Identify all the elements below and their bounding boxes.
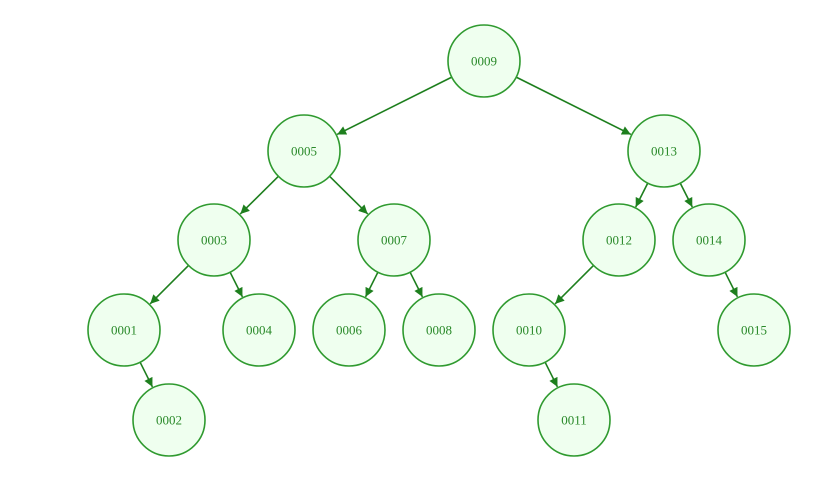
node-circle (132, 383, 206, 457)
node-label: 0002 (156, 413, 182, 428)
node-circle (537, 383, 611, 457)
node-label: 0014 (696, 233, 723, 248)
node-circle (717, 293, 791, 367)
tree-node-0002: 0002 (132, 383, 206, 457)
edge-0001-0002 (139, 361, 154, 388)
tree-node-0013: 0013 (627, 114, 701, 188)
node-circle (312, 293, 386, 367)
tree-node-0004: 0004 (222, 293, 296, 367)
edge-0005-0003 (239, 175, 279, 215)
tree-node-0006: 0006 (312, 293, 386, 367)
tree-node-0010: 0010 (492, 293, 566, 367)
edge-0007-0008 (409, 271, 424, 298)
node-label: 0015 (741, 323, 767, 338)
edge-0005-0007 (329, 175, 369, 215)
tree-node-0001: 0001 (87, 293, 161, 367)
node-label: 0011 (561, 413, 587, 428)
node-circle (357, 203, 431, 277)
edge-0003-0001 (149, 264, 190, 305)
edge-0014-0015 (724, 271, 739, 298)
node-circle (222, 293, 296, 367)
node-label: 0009 (471, 54, 497, 69)
node-label: 0010 (516, 323, 542, 338)
node-circle (492, 293, 566, 367)
tree-node-0008: 0008 (402, 293, 476, 367)
node-label: 0012 (606, 233, 632, 248)
tree-node-0005: 0005 (267, 114, 341, 188)
edge-0003-0004 (229, 271, 244, 298)
tree-node-0011: 0011 (537, 383, 611, 457)
tree-node-0009: 0009 (447, 24, 521, 98)
tree-node-0014: 0014 (672, 203, 746, 277)
node-label: 0003 (201, 233, 227, 248)
edge-0013-0012 (634, 182, 649, 208)
node-circle (177, 203, 251, 277)
edge-0009-0005 (336, 76, 453, 136)
edge-0012-0010 (554, 264, 595, 305)
node-label: 0004 (246, 323, 273, 338)
tree-node-0012: 0012 (582, 203, 656, 277)
node-circle (267, 114, 341, 188)
node-circle (87, 293, 161, 367)
node-circle (447, 24, 521, 98)
tree-node-0007: 0007 (357, 203, 431, 277)
edge-0009-0013 (515, 76, 632, 136)
edge-0010-0011 (544, 361, 559, 388)
edge-0007-0006 (364, 271, 379, 298)
node-circle (672, 203, 746, 277)
node-circle (402, 293, 476, 367)
node-label: 0006 (336, 323, 363, 338)
node-label: 0013 (651, 144, 677, 159)
tree-node-0003: 0003 (177, 203, 251, 277)
node-circle (627, 114, 701, 188)
node-label: 0008 (426, 323, 452, 338)
tree-node-0015: 0015 (717, 293, 791, 367)
node-label: 0005 (291, 144, 317, 159)
node-label: 0001 (111, 323, 137, 338)
node-circle (582, 203, 656, 277)
edge-0013-0014 (679, 182, 694, 208)
node-label: 0007 (381, 233, 408, 248)
